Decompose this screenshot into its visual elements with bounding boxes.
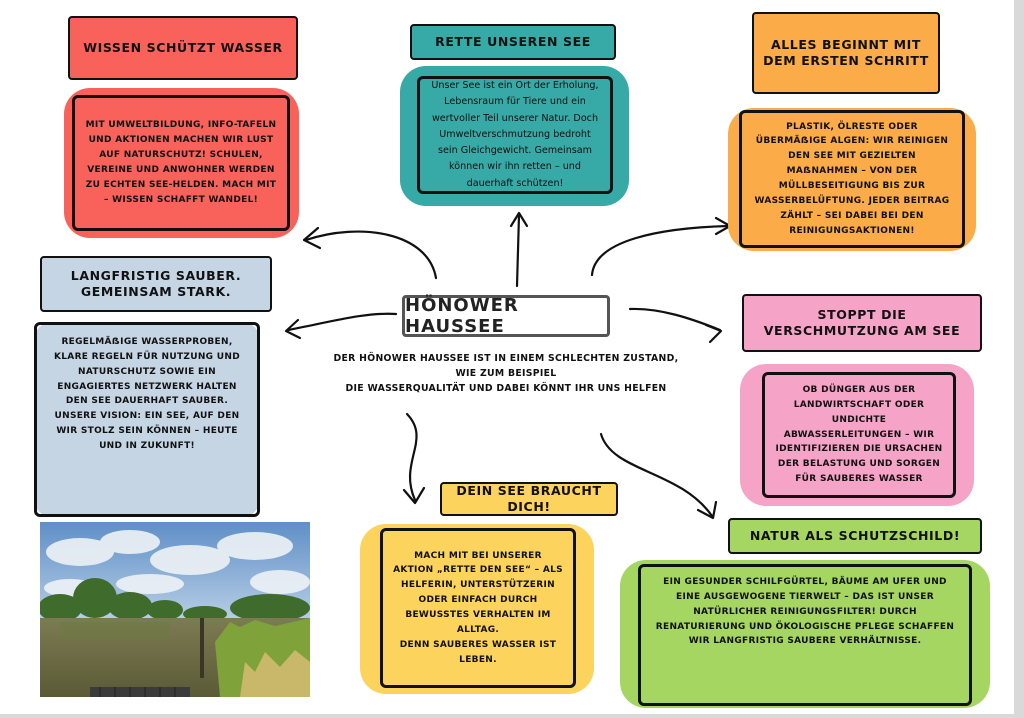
page-edge-right — [1014, 0, 1024, 718]
photo-jetty-planks — [99, 687, 176, 697]
card-body-natur-text: EIN GESUNDER SCHILFGÜRTEL, BÄUME AM UFER… — [655, 577, 955, 647]
card-title-stoppt: STOPPT DIE VERSCHMUTZUNG AM SEE — [742, 294, 982, 352]
center-title: HÖNOWER HAUSSEE — [402, 295, 610, 337]
lake-photo — [40, 522, 310, 697]
card-body-braucht-closing: DENN SAUBERES WASSER IST LEBEN. — [399, 639, 557, 665]
card-title-rette-text: RETTE UNSEREN SEE — [435, 33, 591, 49]
arrow-to-stoppt — [628, 307, 722, 332]
card-title-natur: NATUR ALS SCHUTZSCHILD! — [728, 518, 982, 554]
card-panel-wissen — [64, 88, 299, 238]
photo-post — [200, 618, 204, 678]
card-title-langfristig: LANGFRISTIG SAUBER. GEMEINSAM STARK. — [40, 256, 272, 312]
card-panel-rette — [400, 66, 629, 206]
card-panel-braucht — [360, 524, 594, 694]
card-panel-langfristig — [34, 322, 260, 517]
card-body-langfristig: REGELMÄẞIGE WASSERPROBEN, KLARE REGELN F… — [34, 322, 260, 517]
photo-clouds — [44, 530, 310, 597]
center-description-line-1: DER HÖNOWER HAUSSEE IST IN EINEM SCHLECH… — [333, 353, 679, 364]
card-title-rette: RETTE UNSEREN SEE — [410, 24, 616, 60]
card-title-stoppt-line-1: STOPPT DIE — [817, 306, 907, 322]
arrowhead-wissen — [302, 226, 322, 250]
arrow-to-rette — [515, 213, 521, 288]
card-body-rette-text: Unser See ist ein Ort der Erholung, Lebe… — [431, 79, 599, 189]
card-body-natur: EIN GESUNDER SCHILFGÜRTEL, BÄUME AM UFER… — [638, 564, 972, 706]
arrow-to-langfristig — [286, 312, 398, 332]
card-body-beginnt-text: PLASTIK, ÖLRESTE ODER ÜBERMÄẞIGE ALGEN: … — [754, 121, 950, 236]
card-title-natur-text: NATUR ALS SCHUTZSCHILD! — [749, 527, 961, 543]
card-panel-stoppt — [740, 364, 974, 506]
photo-grass — [240, 650, 310, 697]
arrowhead-langfristig — [284, 318, 302, 340]
arrow-to-braucht — [405, 412, 418, 502]
card-title-langfristig-line-2: GEMEINSAM STARK. — [80, 284, 232, 299]
photo-reflection — [60, 622, 170, 640]
card-title-wissen-text: WISSEN SCHÜTZT WASSER — [83, 39, 283, 55]
center-description: DER HÖNOWER HAUSSEE IST IN EINEM SCHLECH… — [320, 352, 692, 397]
photo-jetty — [90, 687, 190, 697]
card-body-stoppt: OB DÜNGER AUS DER LANDWIRTSCHAFT ODER UN… — [762, 372, 956, 498]
card-body-braucht-text: MACH MIT BEI UNSERER AKTION „RETTE DEN S… — [393, 550, 563, 635]
card-title-beginnt: ALLES BEGINNT MIT DEM ERSTEN SCHRITT — [752, 12, 940, 94]
card-title-wissen: WISSEN SCHÜTZT WASSER — [68, 16, 298, 80]
arrow-to-natur — [599, 432, 714, 518]
arrowhead-braucht — [402, 486, 426, 505]
card-body-wissen: MIT UMWELTBILDUNG, INFO-TAFELN UND AKTIO… — [72, 95, 290, 231]
center-title-text: HÖNOWER HAUSSEE — [405, 295, 519, 337]
card-body-braucht: MACH MIT BEI UNSERER AKTION „RETTE DEN S… — [380, 528, 576, 688]
card-panel-beginnt — [728, 108, 976, 251]
card-title-langfristig-line-1: LANGFRISTIG SAUBER. — [70, 267, 242, 283]
card-body-beginnt: PLASTIK, ÖLRESTE ODER ÜBERMÄẞIGE ALGEN: … — [739, 110, 965, 248]
card-body-rette: Unser See ist ein Ort der Erholung, Lebe… — [417, 76, 613, 194]
arrowhead-natur — [696, 500, 718, 520]
card-body-wissen-text: MIT UMWELTBILDUNG, INFO-TAFELN UND AKTIO… — [85, 120, 277, 205]
card-title-beginnt-line-2: DEM ERSTEN SCHRITT — [763, 53, 929, 68]
center-description-line-2: WIE ZUM BEISPIEL — [455, 367, 557, 379]
card-panel-natur — [620, 560, 990, 708]
card-body-langfristig-text: REGELMÄẞIGE WASSERPROBEN, KLARE REGELN F… — [54, 337, 240, 451]
arrow-to-beginnt — [590, 224, 730, 277]
center-description-line-3: DIE WASSERQUALITÄT UND DABEI KÖNNT IHR U… — [345, 382, 667, 394]
card-title-braucht: DEIN SEE BRAUCHT DICH! — [440, 482, 618, 516]
arrowhead-stoppt — [704, 323, 723, 344]
card-title-stoppt-line-2: VERSCHMUTZUNG AM SEE — [763, 323, 961, 338]
card-title-beginnt-line-1: ALLES BEGINNT MIT — [770, 36, 922, 52]
photo-trees — [40, 578, 310, 622]
arrow-to-wissen — [304, 230, 438, 280]
arrowhead-rette — [509, 211, 529, 228]
card-title-braucht-text: DEIN SEE BRAUCHT DICH! — [456, 482, 602, 514]
card-body-stoppt-text: OB DÜNGER AUS DER LANDWIRTSCHAFT ODER UN… — [775, 385, 943, 485]
page-edge-bottom — [0, 714, 1024, 718]
